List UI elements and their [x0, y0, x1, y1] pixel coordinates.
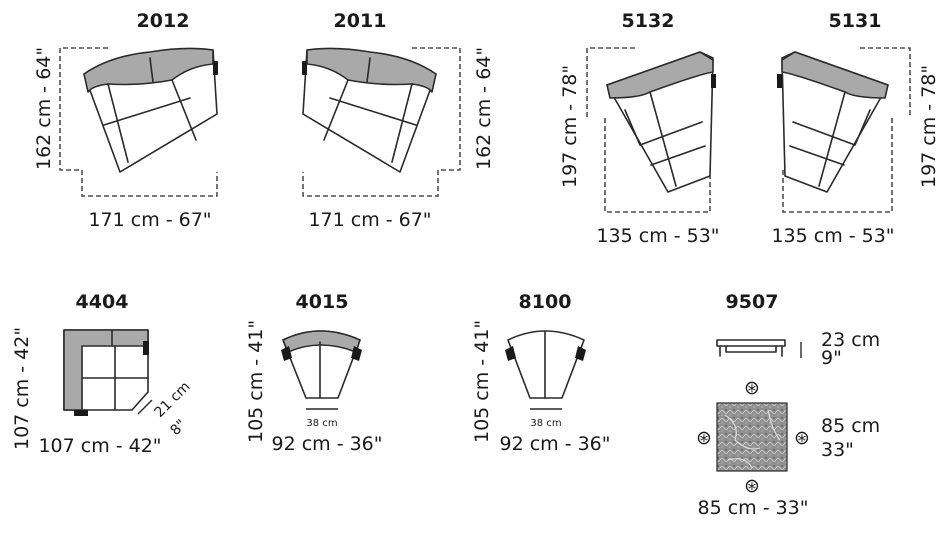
- width-label: 171 cm - 67": [308, 209, 431, 231]
- outline-dashes: [59, 47, 218, 197]
- connector-mark: [505, 346, 516, 361]
- depth-label: 107 cm - 42": [11, 327, 33, 450]
- sofa-body: [507, 330, 585, 399]
- outline-dashes: [302, 47, 461, 197]
- outline-dashes: [782, 47, 911, 213]
- table-top-side: [716, 339, 786, 347]
- module-code: 2011: [334, 10, 387, 32]
- side-cm-label: 85 cm: [821, 415, 880, 437]
- module-code: 4015: [296, 291, 349, 313]
- width-label: 85 cm - 33": [697, 497, 808, 519]
- diagonal-dim-line: [137, 399, 153, 415]
- module-2011: 2011 162 cm - 64" 171 cm - 67": [302, 10, 495, 231]
- depth-label: 105 cm - 41": [245, 320, 267, 443]
- inner-label: 38 cm: [530, 418, 561, 429]
- width-label: 92 cm - 36": [499, 433, 610, 455]
- sofa-seams: [323, 57, 417, 163]
- depth-label: 197 cm - 78": [559, 65, 581, 188]
- sofa-seams: [81, 329, 149, 411]
- module-code: 5132: [622, 10, 675, 32]
- sofa-seams: [789, 91, 871, 187]
- sofa-backrest: [282, 330, 361, 353]
- connector-mark: [777, 74, 782, 88]
- module-9507: 9507 23 cm 9" ⊛ ⊛ ⊛ ⊛ 85 cm 33" 85 cm - …: [696, 291, 880, 519]
- module-5131: 5131 197 cm - 78" 135 cm - 53": [771, 10, 940, 247]
- width-label: 107 cm - 42": [38, 435, 161, 457]
- connector-mark: [281, 346, 292, 361]
- inner-label: 38 cm: [306, 418, 337, 429]
- table-legs-side: [719, 345, 783, 357]
- sofa-seams: [624, 91, 706, 187]
- depth-label: 162 cm - 64": [33, 47, 55, 170]
- sofa-seams: [103, 57, 197, 163]
- depth-label: 105 cm - 41": [471, 320, 493, 443]
- connector-mark: [213, 61, 218, 75]
- module-5132: 5132 197 cm - 78" 135 cm - 53": [559, 10, 720, 247]
- connector-mark: [711, 74, 716, 88]
- module-code: 2012: [137, 10, 190, 32]
- connector-mark: [302, 61, 307, 75]
- sofa-backrest: [606, 51, 714, 99]
- width-label: 135 cm - 53": [596, 225, 719, 247]
- module-code: 8100: [519, 291, 572, 313]
- marble-veins: [724, 409, 781, 469]
- connector-mark: [351, 346, 362, 361]
- module-2012: 2012 162 cm - 64" 171 cm - 67": [33, 10, 218, 231]
- outline-dashes: [586, 47, 711, 213]
- sofa-backrest: [781, 51, 889, 99]
- height-cm-label: 23 cm: [821, 329, 880, 351]
- width-label: 171 cm - 67": [88, 209, 211, 231]
- width-label: 92 cm - 36": [271, 433, 382, 455]
- diagonal-cm-label: 21 cm: [152, 379, 194, 421]
- sofa-backrest: [306, 47, 437, 93]
- connector-mark: [575, 346, 586, 361]
- module-code: 9507: [726, 291, 779, 313]
- marble-top: [716, 402, 788, 472]
- sofa-backrest: [83, 47, 214, 93]
- diagonal-in-label: 8": [168, 417, 190, 439]
- asterisk-icon: ⊛: [744, 377, 760, 399]
- width-label: 135 cm - 53": [771, 225, 894, 247]
- depth-label: 197 cm - 78": [918, 65, 940, 188]
- connector-mark: [74, 410, 88, 416]
- module-code: 5131: [829, 10, 882, 32]
- module-4404: 4404 107 cm - 42" 107 cm - 42" 21 cm 8": [11, 291, 194, 457]
- asterisk-icon: ⊛: [794, 427, 810, 449]
- module-code: 4404: [76, 291, 129, 313]
- asterisk-icon: ⊛: [696, 427, 712, 449]
- connector-mark: [143, 341, 149, 355]
- asterisk-icon: ⊛: [744, 475, 760, 497]
- module-8100: 8100 38 cm 105 cm - 41" 92 cm - 36": [471, 291, 611, 455]
- side-in-label: 33": [821, 439, 854, 461]
- sofa-backrest: [63, 329, 149, 411]
- height-in-label: 9": [821, 347, 842, 369]
- depth-label: 162 cm - 64": [473, 47, 495, 170]
- module-4015: 4015 38 cm 105 cm - 41" 92 cm - 36": [245, 291, 383, 455]
